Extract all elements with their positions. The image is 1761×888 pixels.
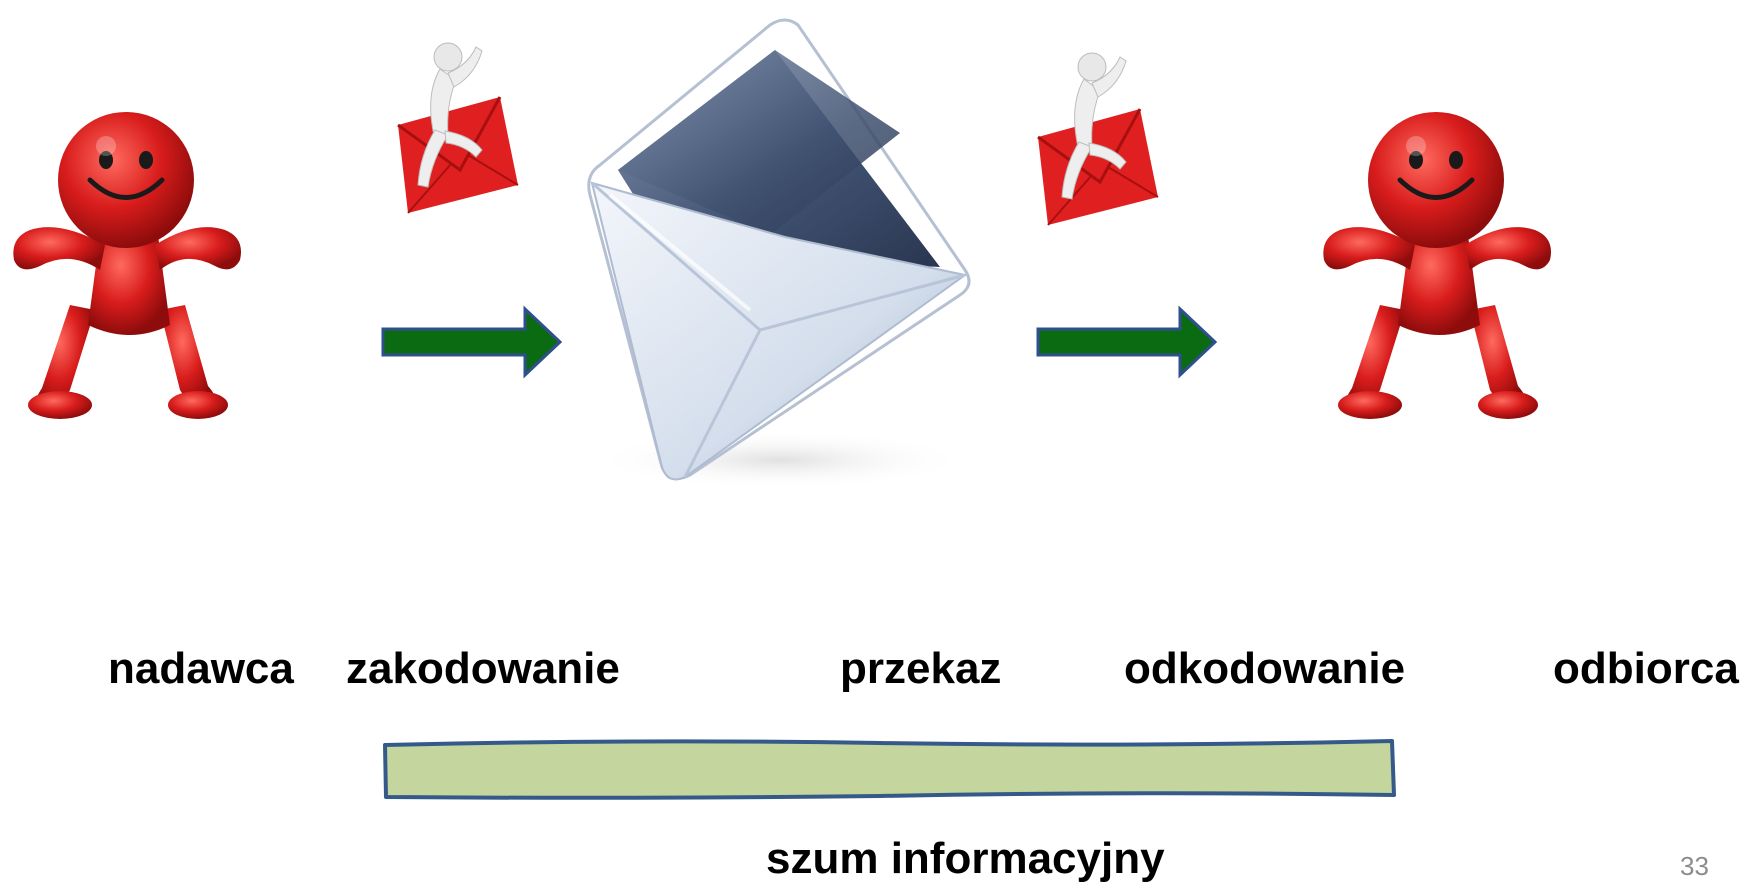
label-noise: szum informacyjny bbox=[766, 834, 1165, 883]
red-smiley-figure-icon bbox=[1323, 112, 1551, 419]
figure-with-red-envelope-icon bbox=[397, 42, 519, 214]
open-envelope-icon bbox=[587, 18, 971, 490]
label-sender: nadawca bbox=[108, 644, 294, 693]
arrow-encoding-to-transmission bbox=[380, 305, 565, 380]
receiver-figure bbox=[1310, 70, 1570, 430]
label-receiver: odbiorca bbox=[1553, 644, 1739, 693]
encoding-image bbox=[390, 35, 530, 220]
page-number: 33 bbox=[1680, 851, 1709, 881]
label-decoding: odkodowanie bbox=[1124, 644, 1406, 693]
red-smiley-figure-icon bbox=[13, 112, 241, 419]
green-right-arrow-icon bbox=[1036, 305, 1218, 379]
arrow-transmission-to-decoding bbox=[1035, 305, 1220, 380]
message-envelope bbox=[570, 5, 990, 505]
noise-band bbox=[380, 735, 1400, 805]
green-right-arrow-icon bbox=[381, 305, 563, 379]
decoding-image bbox=[1030, 45, 1170, 230]
label-encoding: zakodowanie bbox=[346, 644, 620, 693]
figure-with-red-envelope-icon bbox=[1037, 52, 1159, 226]
label-transmission: przekaz bbox=[840, 644, 1002, 693]
sender-figure bbox=[0, 70, 260, 430]
